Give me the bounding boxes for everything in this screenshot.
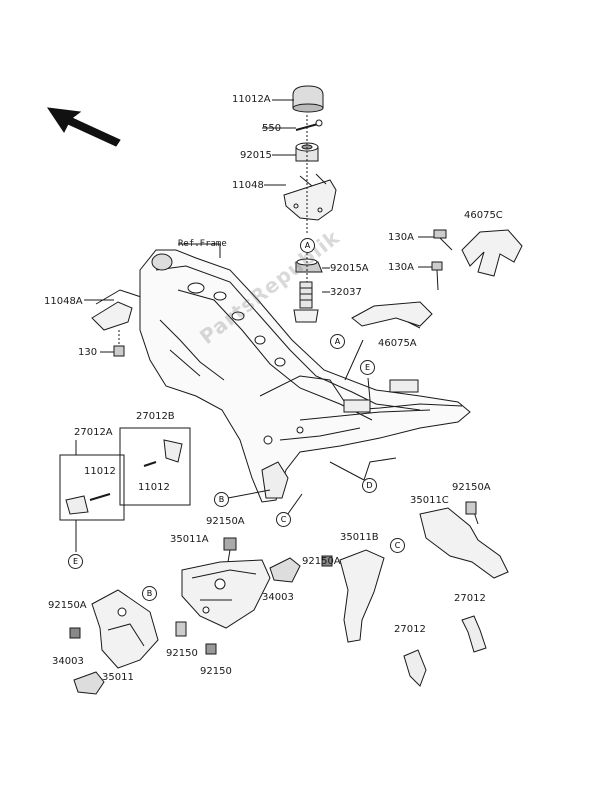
label-92150-b: 92150 <box>200 666 232 677</box>
part-550-pin <box>295 119 323 131</box>
ref-marker-b-bracket: B <box>142 586 157 601</box>
part-11048-bracket <box>283 173 337 221</box>
part-34003-peg-left <box>73 671 105 695</box>
label-11012-a: 11012 <box>84 466 116 477</box>
label-550: 550 <box>262 123 282 134</box>
main-frame <box>139 249 471 503</box>
part-27012-clip-2 <box>403 649 427 687</box>
label-130: 130 <box>78 347 98 358</box>
label-11012A: 11012A <box>232 94 271 105</box>
part-35011-bracket <box>91 589 159 669</box>
label-32037: 32037 <box>330 287 362 298</box>
label-92150A-a: 92150A <box>206 516 245 527</box>
part-92150A-bolt-lower <box>321 555 333 567</box>
ref-marker-b-frame: B <box>214 492 229 507</box>
part-130-bolt <box>113 330 125 357</box>
label-35011A: 35011A <box>170 534 209 545</box>
part-130A-bolt-lower <box>431 261 443 291</box>
part-27012-clip-1 <box>461 615 487 653</box>
label-92150A-d: 92150A <box>48 600 87 611</box>
part-92150-bolt-1 <box>175 621 187 637</box>
part-11012A-cap <box>292 85 324 113</box>
ref-marker-e-frame: E <box>360 360 375 375</box>
ref-marker-d-frame: D <box>362 478 377 493</box>
label-46075A: 46075A <box>378 338 417 349</box>
ref-marker-c-bracket: C <box>390 538 405 553</box>
label-27012A: 27012A <box>74 427 113 438</box>
label-92150A-b: 92150A <box>452 482 491 493</box>
label-130A-upper: 130A <box>388 232 414 243</box>
part-46075C-bracket <box>461 229 523 277</box>
ref-marker-a-frame: A <box>330 334 345 349</box>
label-ref-frame: Ref.Frame <box>178 239 227 249</box>
part-92150A-bolt-left <box>69 627 81 639</box>
label-92150A-c: 92150A <box>302 556 341 567</box>
label-130A-lower: 130A <box>388 262 414 273</box>
front-direction-arrow-icon <box>46 107 121 147</box>
label-35011: 35011 <box>102 672 134 683</box>
part-27012B-clip-box <box>119 427 191 506</box>
ref-marker-e-box: E <box>68 554 83 569</box>
part-32037-bolt <box>293 281 319 323</box>
label-34003-a: 34003 <box>262 592 294 603</box>
part-35011B-bracket <box>339 549 385 643</box>
label-11048A: 11048A <box>44 296 83 307</box>
part-92150A-bolt-center <box>223 537 237 563</box>
label-11048: 11048 <box>232 180 264 191</box>
part-35011A-bracket <box>181 559 271 629</box>
label-27012-b: 27012 <box>394 624 426 635</box>
label-92150-a: 92150 <box>166 648 198 659</box>
label-92015A: 92015A <box>330 263 369 274</box>
part-46075A-bracket <box>351 301 433 327</box>
label-46075C: 46075C <box>464 210 503 221</box>
part-35011C-bracket <box>419 507 509 579</box>
part-92150-bolt-2 <box>205 643 217 655</box>
label-27012B: 27012B <box>136 411 175 422</box>
part-130A-bolt-upper <box>433 229 453 251</box>
label-11012-b: 11012 <box>138 482 170 493</box>
part-34003-peg-center <box>269 557 301 583</box>
ref-marker-c-frame: C <box>276 512 291 527</box>
label-92015: 92015 <box>240 150 272 161</box>
part-27012A-clip-box <box>59 440 125 552</box>
label-27012-a: 27012 <box>454 593 486 604</box>
part-92150A-bolt-right <box>465 501 477 515</box>
label-35011C: 35011C <box>410 495 449 506</box>
ref-marker-a-top: A <box>300 238 315 253</box>
label-35011B: 35011B <box>340 532 379 543</box>
label-34003-b: 34003 <box>52 656 84 667</box>
